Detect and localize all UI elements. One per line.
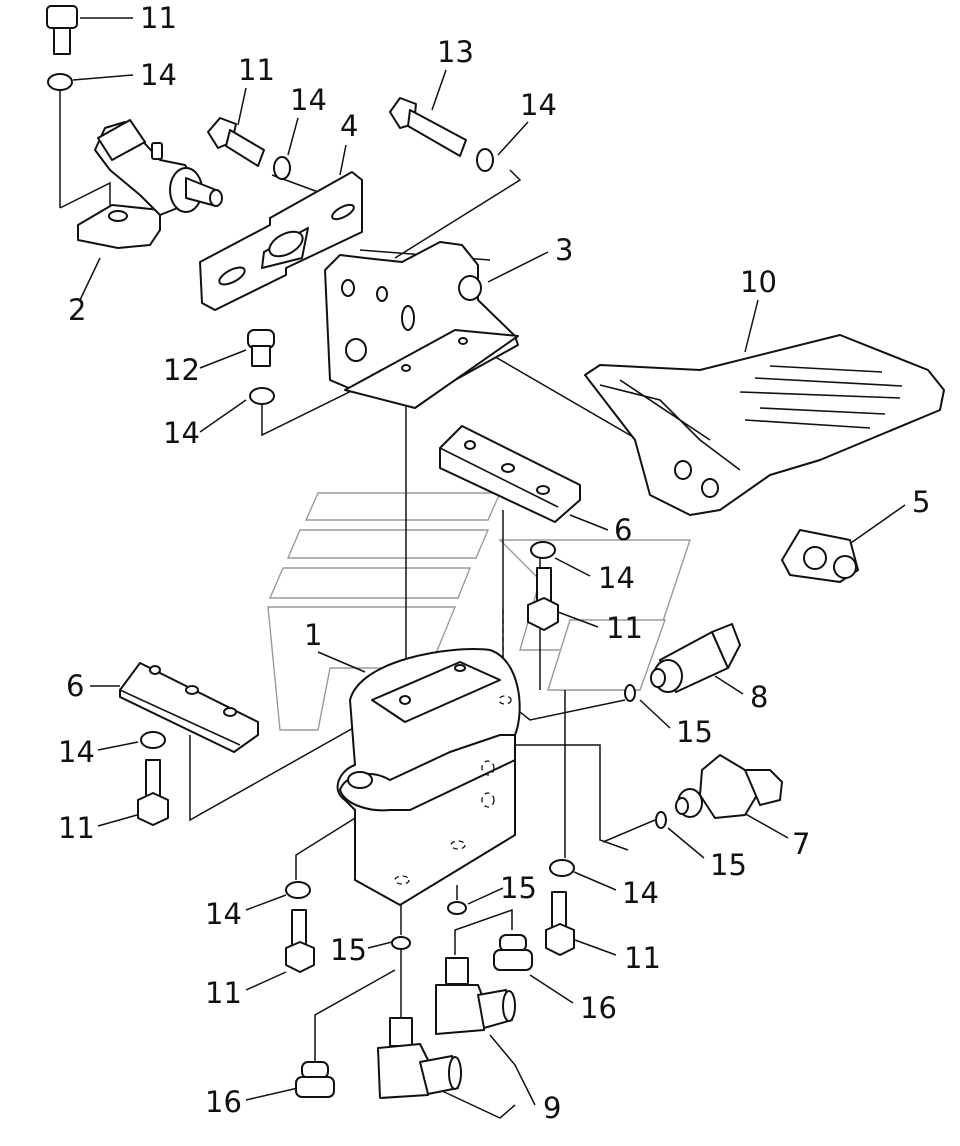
callout-c12: 12 xyxy=(163,353,200,387)
callout-c11b: 11 xyxy=(238,53,275,87)
callout-c16a: 16 xyxy=(580,991,617,1025)
callout-c14d: 14 xyxy=(163,416,200,450)
part-5-nut-plate xyxy=(781,529,859,583)
bolt-13 xyxy=(389,97,467,157)
callout-c14h: 14 xyxy=(205,897,242,931)
o-rings xyxy=(391,684,667,950)
part-2-bracket xyxy=(77,119,223,249)
part-9-elbows xyxy=(377,957,516,1099)
bolt-11-a xyxy=(46,5,78,55)
callout-c14c: 14 xyxy=(520,88,557,122)
callout-c14f: 14 xyxy=(58,735,95,769)
part-3-bracket xyxy=(324,241,519,409)
callout-c7: 7 xyxy=(792,827,810,861)
callout-c8: 8 xyxy=(750,680,768,714)
bolts xyxy=(46,5,575,973)
callout-c14b: 14 xyxy=(290,83,327,117)
plug-16-b xyxy=(295,1061,335,1098)
washers xyxy=(47,73,575,899)
part-6-spacer-upper xyxy=(439,425,581,523)
callout-c9: 9 xyxy=(543,1091,561,1125)
callout-c2: 2 xyxy=(68,293,86,327)
part-8-fitting xyxy=(650,623,741,693)
callout-c11f: 11 xyxy=(205,976,242,1010)
callout-c15a: 15 xyxy=(676,715,713,749)
elbow-9-b xyxy=(377,1017,462,1099)
part-7-elbow xyxy=(675,754,783,819)
part-4-plate xyxy=(199,171,363,311)
callout-c11a: 11 xyxy=(140,1,177,35)
callout-c13: 13 xyxy=(437,35,474,69)
callout-c1: 1 xyxy=(304,618,322,652)
callout-c10: 10 xyxy=(740,265,777,299)
bolt-11-f xyxy=(545,891,575,956)
plug-16-a xyxy=(493,934,533,971)
callout-c16b: 16 xyxy=(205,1085,242,1119)
callout-c14g: 14 xyxy=(622,876,659,910)
part-6-spacer-lower xyxy=(119,662,259,753)
plugs xyxy=(295,934,533,1098)
callout-c6b: 6 xyxy=(66,669,84,703)
part-10-pedal xyxy=(584,334,945,516)
watermark-logo xyxy=(267,492,691,731)
callout-c11c: 11 xyxy=(606,611,643,645)
bolt-11-e xyxy=(285,909,315,973)
callout-c15b: 15 xyxy=(710,848,747,882)
callout-c3: 3 xyxy=(555,233,573,267)
callout-c14e: 14 xyxy=(598,561,635,595)
bolt-11-d xyxy=(137,759,169,826)
part-1-valve-body xyxy=(336,648,521,906)
elbow-9-a xyxy=(435,957,516,1035)
callout-c4: 4 xyxy=(340,109,358,143)
callout-c11d: 11 xyxy=(58,811,95,845)
callout-c5: 5 xyxy=(912,485,930,519)
bolt-11-c xyxy=(527,567,559,631)
callout-c14a: 14 xyxy=(140,58,177,92)
callout-c15d: 15 xyxy=(330,933,367,967)
callout-c15c: 15 xyxy=(500,871,537,905)
bolt-12 xyxy=(247,329,275,367)
bolt-11-b xyxy=(207,117,265,167)
callout-c6a: 6 xyxy=(614,513,632,547)
callout-c11e: 11 xyxy=(624,941,661,975)
